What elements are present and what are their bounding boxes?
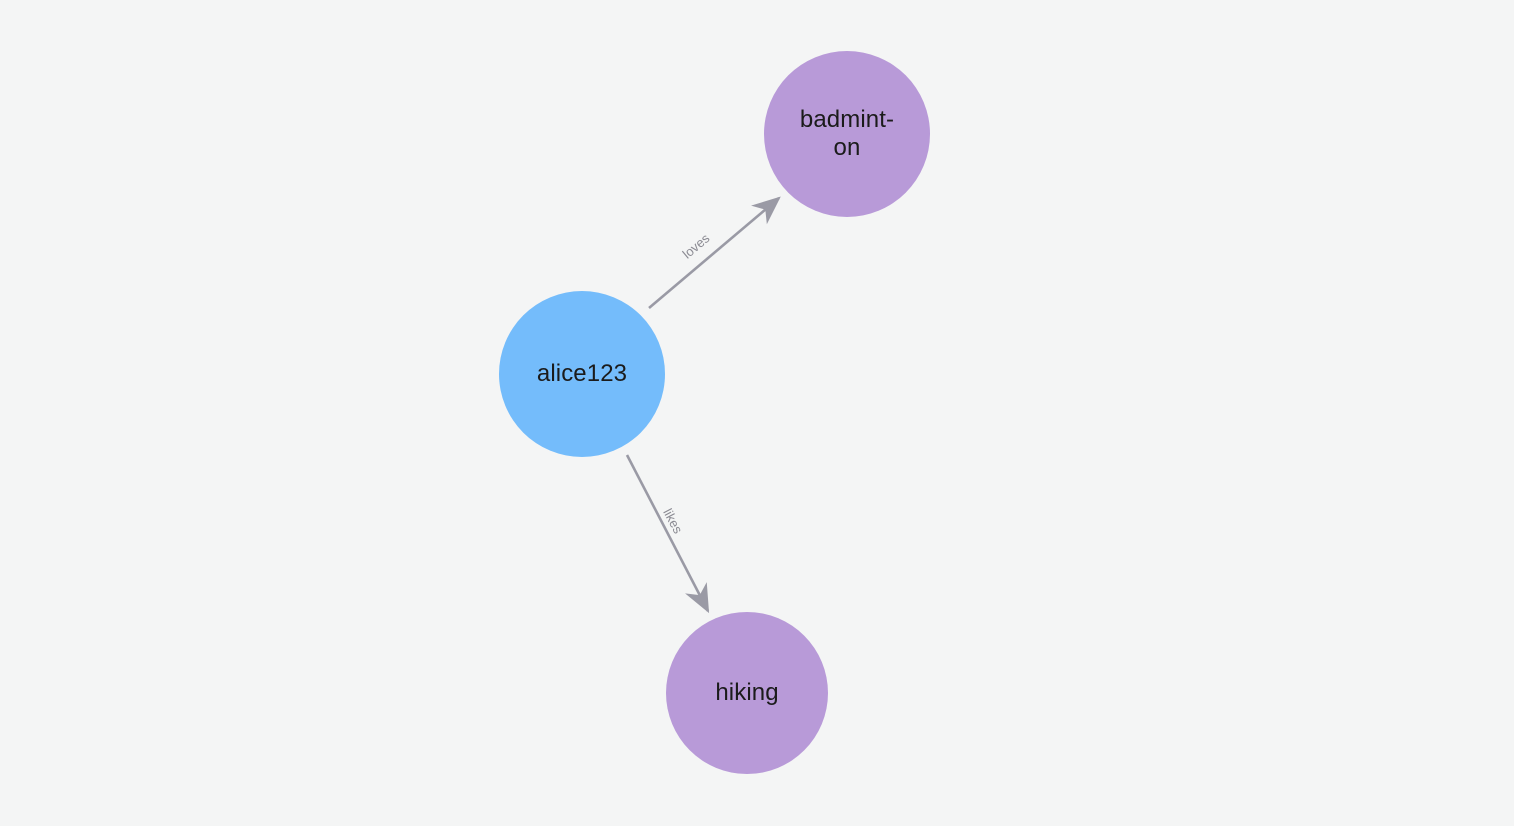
graph-node-hiking[interactable]: hiking [666, 612, 828, 774]
node-label-badminton: badmint- on [799, 106, 895, 161]
graph-node-badminton[interactable]: badmint- on [764, 51, 930, 217]
edge-likes-line[interactable] [625, 454, 710, 614]
node-label-alice123: alice123 [536, 360, 628, 387]
graph-node-alice123[interactable]: alice123 [499, 291, 665, 457]
edge-loves-line[interactable] [648, 196, 781, 309]
node-label-hiking: hiking [715, 679, 779, 706]
